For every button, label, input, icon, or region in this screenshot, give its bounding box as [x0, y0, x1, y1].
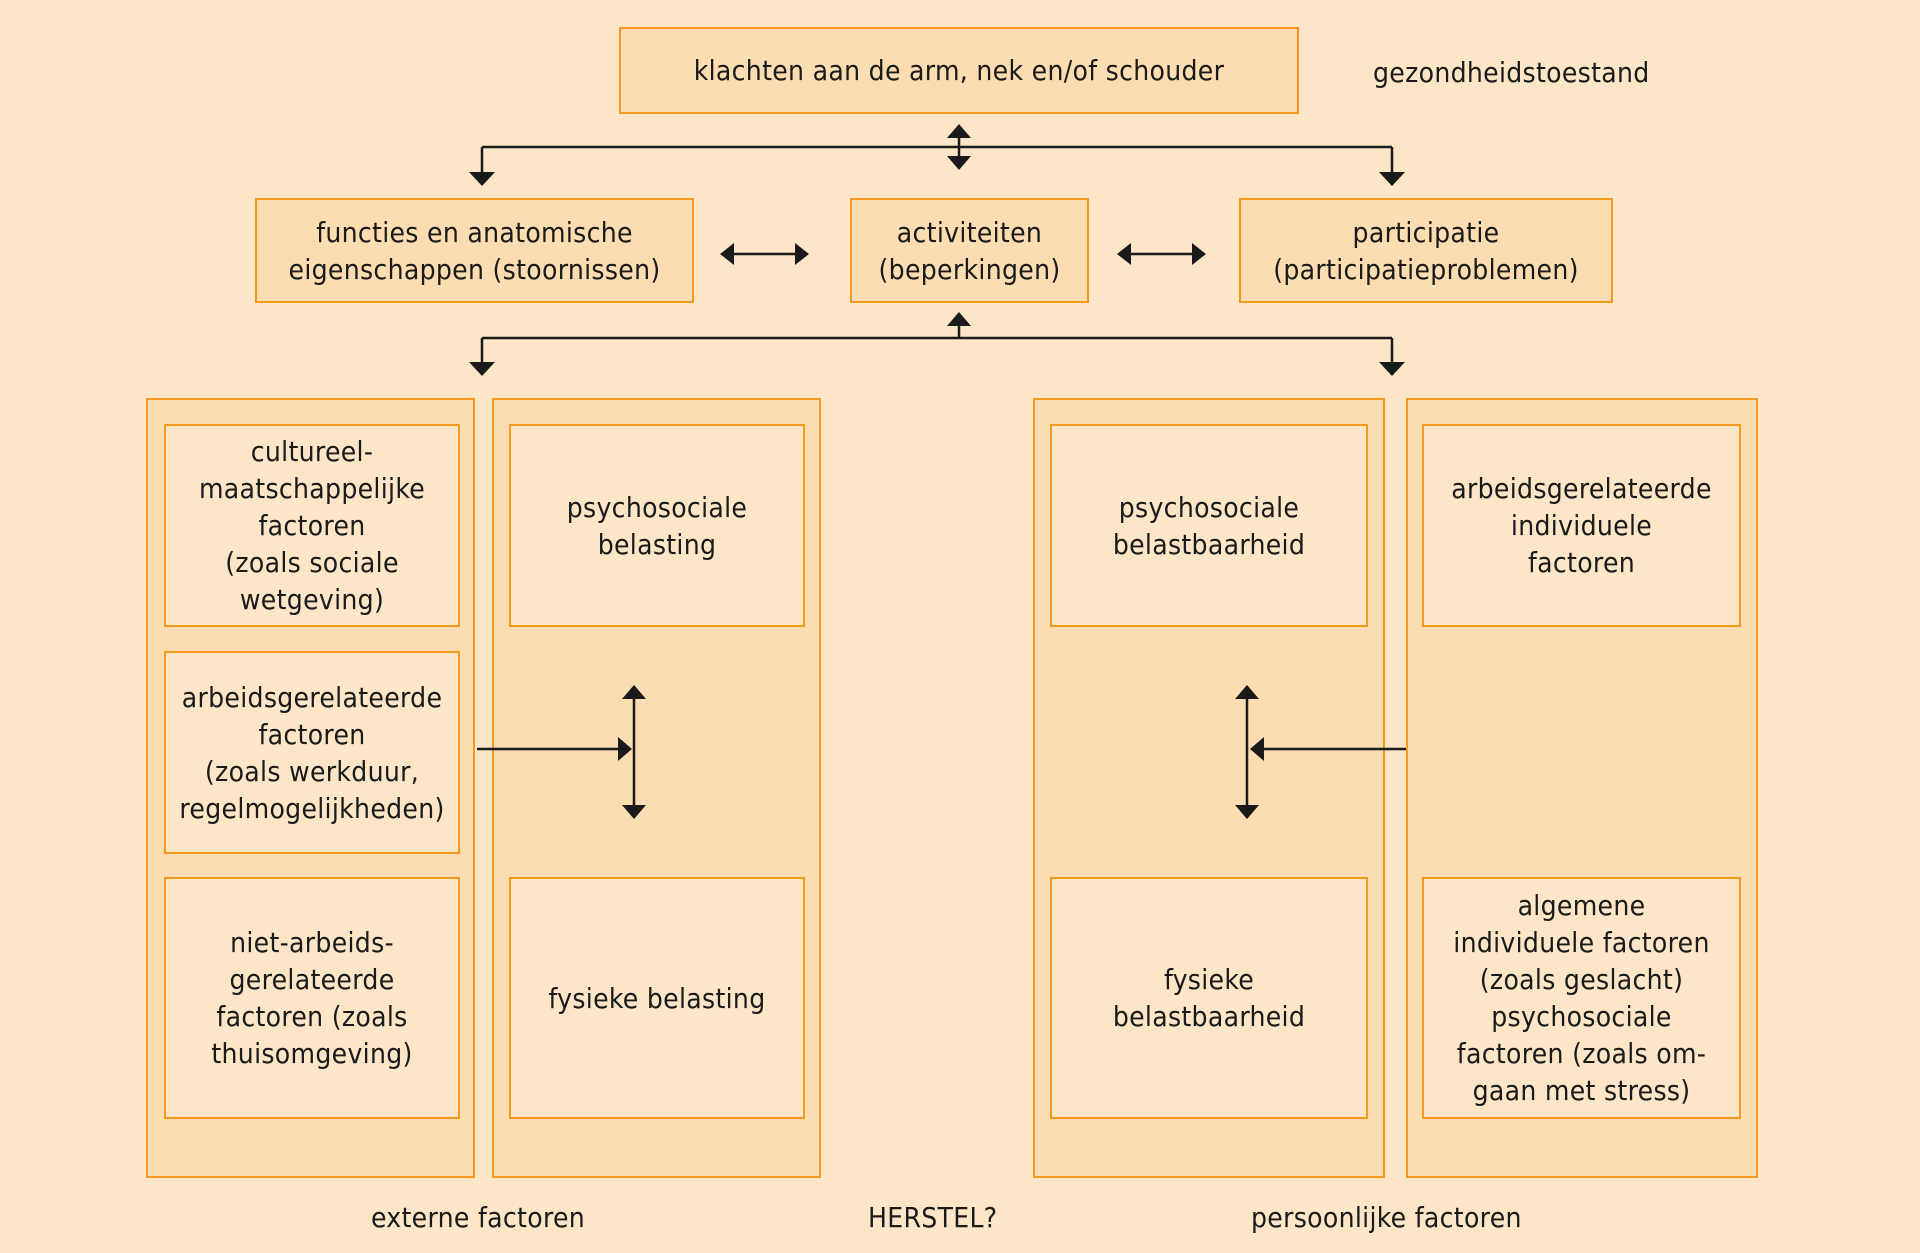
activities-text: activiteiten (beperkingen)	[878, 215, 1061, 286]
complaint-text: klachten aan de arm, nek en/of schouder	[693, 54, 1225, 87]
functions-text: functies en anatomische eigenschappen (s…	[288, 215, 661, 286]
arrowhead-left-functions	[720, 243, 734, 265]
cultural-societal-factors-box: cultureel- maatschappelijke factoren (zo…	[164, 424, 460, 627]
physical-load-text: fysieke belasting	[548, 981, 766, 1015]
general-individual-factors-text: algemene individuele factoren (zoals ges…	[1453, 889, 1710, 1107]
arrowhead-right-activities	[795, 243, 809, 265]
arrowhead-down-participation-top	[1379, 172, 1405, 186]
arrowhead-right-participation	[1192, 243, 1206, 265]
physical-load-box: fysieke belasting	[509, 877, 805, 1119]
participation-text: participatie (participatieproblemen)	[1273, 215, 1579, 286]
arrowhead-down-personal-factors	[1379, 362, 1405, 376]
arrowhead-down-stem	[947, 156, 971, 170]
work-related-individual-factors-text: arbeidsgerelateerde individuele factoren	[1451, 472, 1712, 579]
psychosocial-capacity-text: psychosociale belastbaarheid	[1112, 490, 1306, 561]
participation-box: participatie (participatieproblemen)	[1239, 198, 1613, 303]
work-related-factors-text: arbeidsgerelateerde factoren (zoals werk…	[179, 680, 445, 825]
psychosocial-load-box: psychosociale belasting	[509, 424, 805, 627]
arrowhead-left-activities	[1117, 243, 1131, 265]
arrowhead-down-external-factors	[469, 362, 495, 376]
physical-capacity-box: fysieke belastbaarheid	[1050, 877, 1368, 1119]
non-work-related-factors-box: niet-arbeids- gerelateerde factoren (zoa…	[164, 877, 460, 1119]
external-factors-caption: externe factoren	[371, 1201, 586, 1234]
physical-capacity-text: fysieke belastbaarheid	[1112, 963, 1306, 1033]
arrowhead-up-activities	[947, 312, 971, 326]
functions-box: functies en anatomische eigenschappen (s…	[255, 198, 694, 303]
recovery-label: HERSTEL?	[868, 1201, 998, 1234]
non-work-related-factors-text: niet-arbeids- gerelateerde factoren (zoa…	[211, 926, 413, 1070]
complaint-box: klachten aan de arm, nek en/of schouder	[619, 27, 1299, 114]
activities-box: activiteiten (beperkingen)	[850, 198, 1089, 303]
psychosocial-load-text: psychosociale belasting	[566, 490, 748, 561]
arrowhead-down-functions-top	[469, 172, 495, 186]
arrowhead-up-complaint	[947, 124, 971, 138]
psychosocial-capacity-box: psychosociale belastbaarheid	[1050, 424, 1368, 627]
personal-factors-caption: persoonlijke factoren	[1251, 1201, 1522, 1234]
work-related-individual-factors-box: arbeidsgerelateerde individuele factoren	[1422, 424, 1741, 627]
work-related-factors-box: arbeidsgerelateerde factoren (zoals werk…	[164, 651, 460, 854]
health-state-label: gezondheidstoestand	[1373, 56, 1650, 89]
cultural-societal-factors-text: cultureel- maatschappelijke factoren (zo…	[198, 435, 426, 616]
general-individual-factors-box: algemene individuele factoren (zoals ges…	[1422, 877, 1741, 1119]
